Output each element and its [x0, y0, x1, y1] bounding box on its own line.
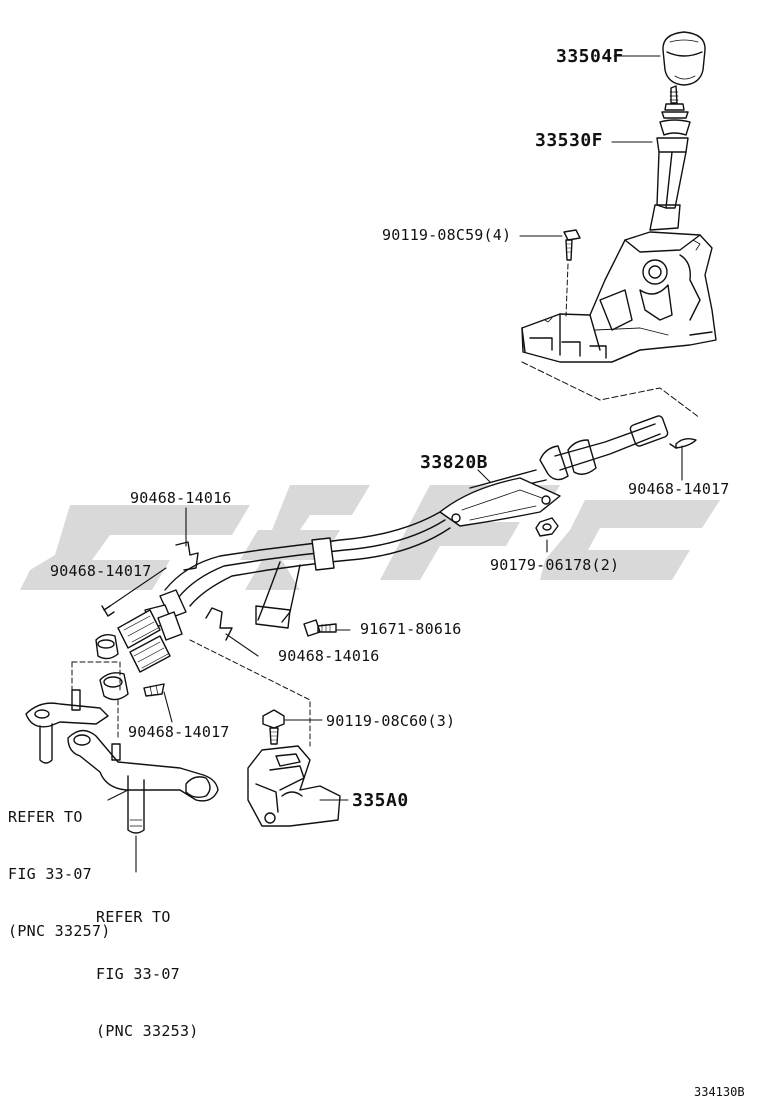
label-lever: 33530F: [535, 130, 604, 151]
bolt-91671-80616: [303, 619, 337, 637]
reference-line: FIG 33-07: [96, 965, 180, 983]
clip-90468-14017-right: [669, 437, 697, 449]
pin-90468-14017-left: [101, 605, 115, 617]
label-clip-middle: 90468-14016: [278, 647, 380, 665]
label-cable-assy: 33820B: [420, 452, 489, 473]
label-bolt-bracket: 90119-08C60(3): [326, 712, 456, 730]
bolt-90119-08c59: [563, 229, 581, 317]
bolt-90119-08c60: [262, 709, 285, 745]
figure-code: 334130B: [694, 1085, 745, 1099]
label-bracket: 335A0: [352, 790, 409, 811]
label-clip-left-pin: 90468-14017: [50, 562, 152, 580]
reference-line: (PNC 33253): [96, 1022, 199, 1040]
label-knob: 33504F: [556, 46, 625, 67]
reference-note-33257: REFER TO FIG 33-07 (PNC 33257): [8, 770, 111, 979]
watermark-logo: [20, 485, 720, 590]
shift-knob: [662, 31, 706, 86]
cable-end-eyelets: [95, 633, 129, 701]
assembly-dash-line: [521, 361, 701, 419]
leader-lines: [107, 55, 683, 873]
label-pin-lower: 90468-14017: [128, 723, 230, 741]
reference-line: REFER TO: [8, 808, 83, 826]
pin-90468-14017-lower: [143, 683, 165, 697]
label-bolt-small: 91671-80616: [360, 620, 462, 638]
nut-90179-06178: [535, 517, 559, 537]
label-clip-left-upper: 90468-14016: [130, 489, 232, 507]
shift-lever-linkage: [67, 729, 219, 834]
shift-cable-assembly: [117, 415, 669, 673]
label-clip-right: 90468-14017: [628, 480, 730, 498]
bracket-335a0: [247, 745, 341, 827]
clip-90468-14016-middle: [205, 607, 233, 641]
select-lever-linkage: [25, 689, 109, 764]
reference-line: FIG 33-07: [8, 865, 92, 883]
reference-line: REFER TO: [96, 908, 171, 926]
reference-line: (PNC 33257): [8, 922, 111, 940]
label-nut: 90179-06178(2): [490, 556, 620, 574]
shift-lever-base: [521, 231, 717, 363]
label-bolt-base: 90119-08C59(4): [382, 226, 512, 244]
reference-note-33253: REFER TO FIG 33-07 (PNC 33253): [96, 870, 199, 1079]
shift-lever: [649, 85, 691, 231]
